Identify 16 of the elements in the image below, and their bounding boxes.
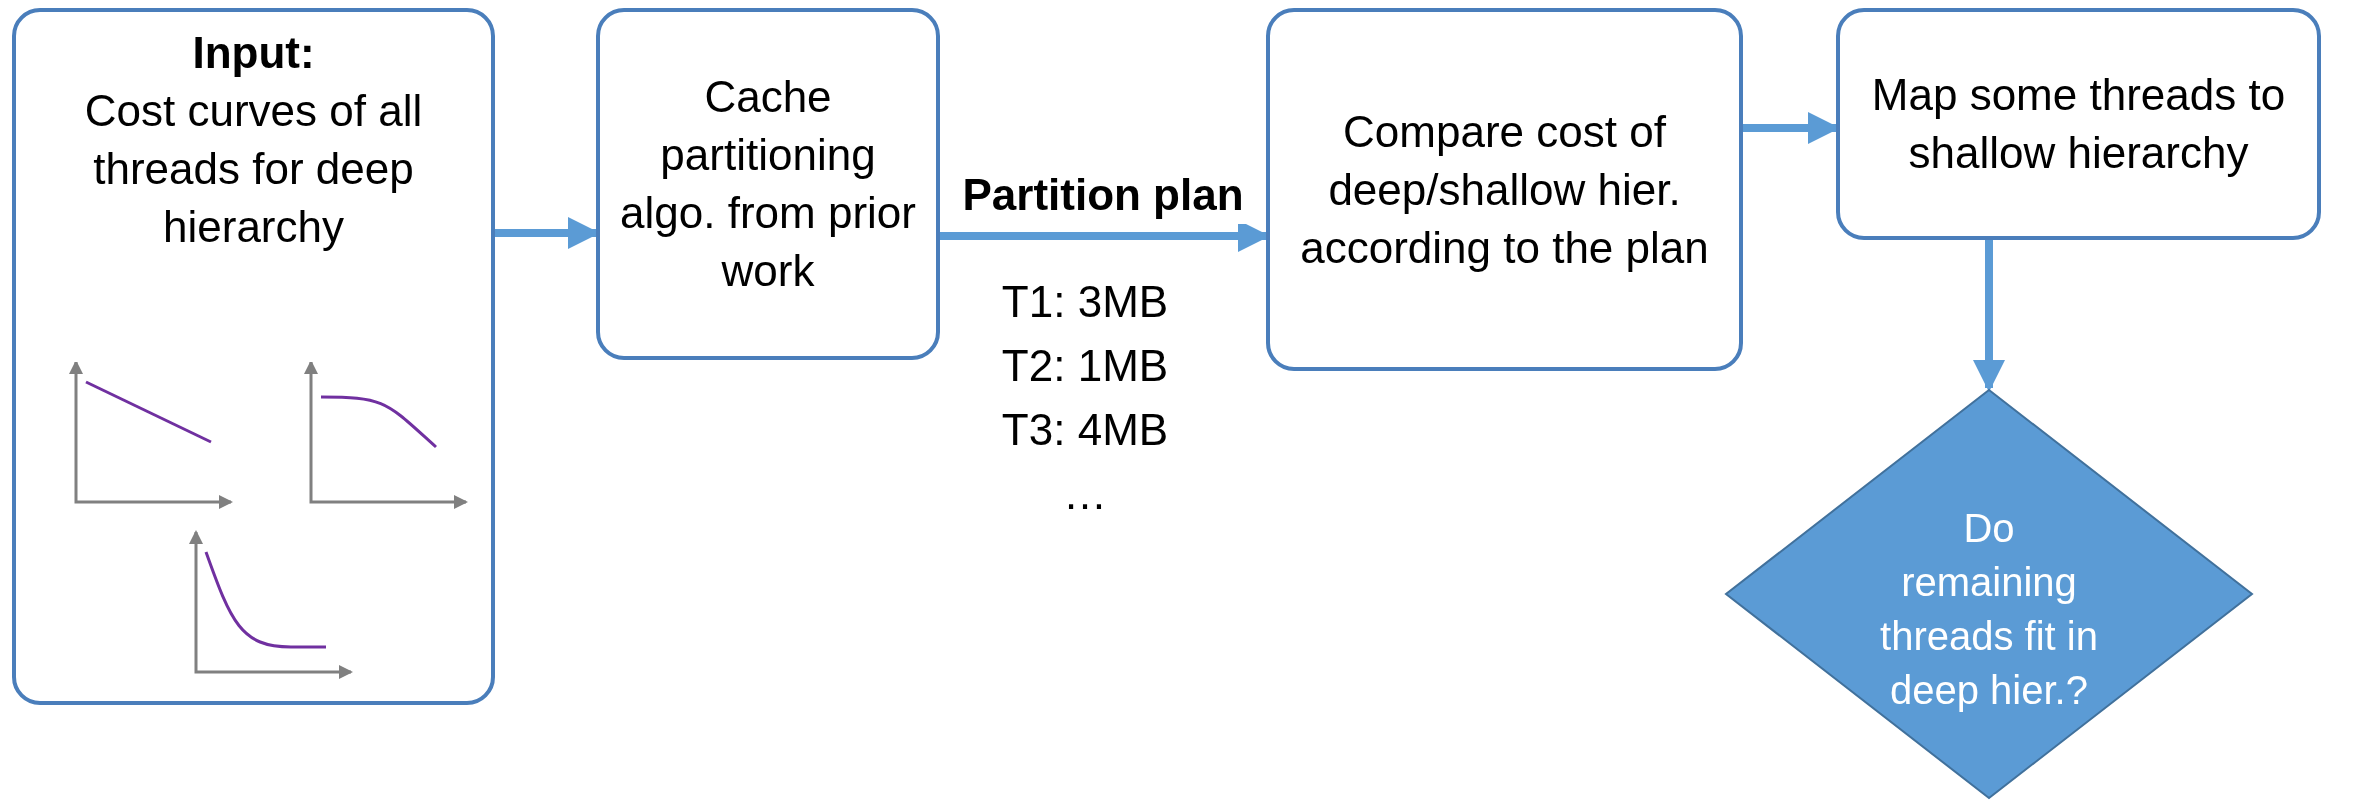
decision-text: Do remaining threads fit in deep hier.? xyxy=(1879,505,2099,714)
box-heading: Input: xyxy=(192,27,315,79)
decision-diamond xyxy=(1724,388,2254,800)
box-text: Compare cost of deep/shallow hier. according to the plan xyxy=(1299,105,1710,274)
process-box xyxy=(12,8,495,705)
partition-size-text: … xyxy=(1063,468,1107,520)
process-box xyxy=(596,8,940,360)
partition-size-text: T2: 1MB xyxy=(1001,340,1169,392)
box-text: Cost curves of all threads for deep hierarchy xyxy=(83,85,424,253)
box-text: Cache partitioning algo. from prior work xyxy=(619,71,917,297)
arrow xyxy=(1973,240,2005,392)
partition-size-text: T3: 4MB xyxy=(1001,404,1169,456)
process-box xyxy=(1836,8,2321,240)
process-box xyxy=(1266,8,1743,371)
box-text: Map some threads to shallow hierarchy xyxy=(1870,69,2287,179)
partition-size-text: T1: 3MB xyxy=(1001,276,1169,328)
